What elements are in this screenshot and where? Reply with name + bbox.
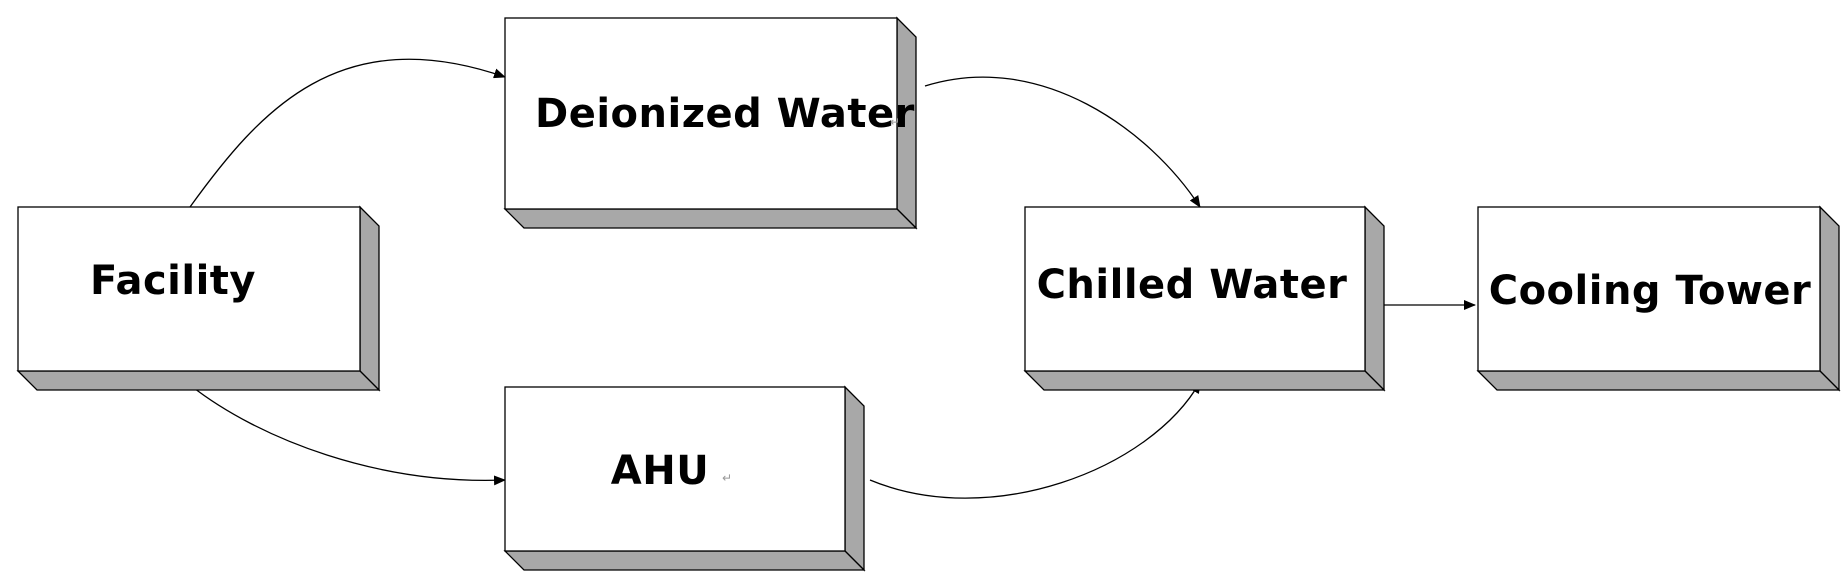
box-side-bottom xyxy=(503,550,866,571)
box-side-bottom xyxy=(503,208,918,229)
box-side-bottom xyxy=(16,370,381,391)
box-face xyxy=(1477,206,1821,372)
arrow-ahu-to-chilled-water xyxy=(869,381,1201,499)
paragraph-mark: ↵ xyxy=(722,471,732,485)
node-chilled-water: Chilled Water xyxy=(1023,205,1386,392)
box-side-bottom xyxy=(1023,370,1386,391)
node-facility: Facility xyxy=(16,205,381,392)
box-face xyxy=(504,17,898,210)
arrow-deionized-water-to-chilled-water xyxy=(924,76,1201,208)
box-face xyxy=(17,206,361,372)
box-side-right xyxy=(844,385,865,572)
cooling-tower-label: Cooling Tower xyxy=(1489,268,1812,314)
facility-label: Facility xyxy=(90,258,256,304)
node-ahu: AHU ↵ xyxy=(503,385,866,572)
box-face xyxy=(504,386,846,552)
box-side-right xyxy=(1364,205,1385,392)
arrow-facility-to-deionized-water xyxy=(189,58,506,208)
box-face xyxy=(1024,206,1366,372)
box-side-bottom xyxy=(1476,370,1841,391)
paragraph-mark: ↵ xyxy=(890,115,900,129)
ahu-label: AHU xyxy=(611,448,709,494)
node-cooling-tower: Cooling Tower xyxy=(1476,205,1841,392)
box-side-right xyxy=(359,205,380,392)
node-deionized-water: Deionized Water ↵ xyxy=(503,16,918,230)
connectors xyxy=(189,58,1476,499)
chilled-water-label: Chilled Water xyxy=(1037,262,1348,308)
box-side-right xyxy=(1819,205,1840,392)
deionized-water-label: Deionized Water xyxy=(535,91,915,137)
arrow-facility-to-ahu xyxy=(189,384,506,486)
